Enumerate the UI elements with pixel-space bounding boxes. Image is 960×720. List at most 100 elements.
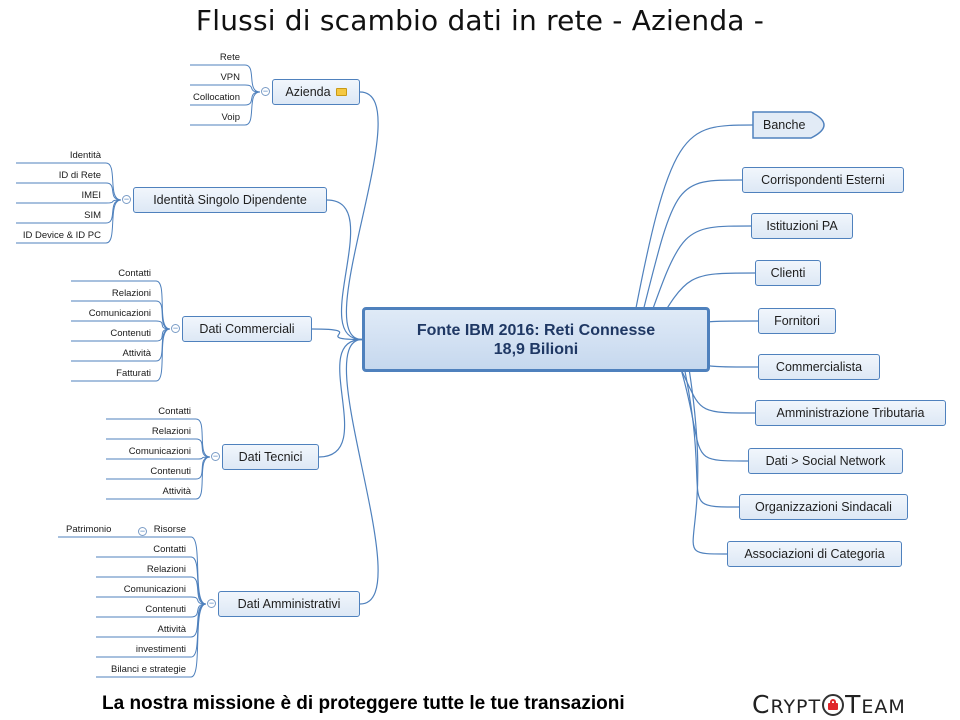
branch-dati-commerciali[interactable]: Dati Commerciali — [182, 316, 312, 342]
leaf-comunicazioni[interactable]: Comunicazioni — [128, 446, 191, 457]
connector-line — [635, 179, 743, 340]
collapse-toggle[interactable]: − — [171, 323, 180, 333]
leaf-relazioni[interactable]: Relazioni — [146, 564, 186, 575]
branch-dati-amministrativi[interactable]: Dati Amministrativi — [218, 591, 360, 617]
branch-clienti-label: Clienti — [770, 266, 806, 280]
connector-line — [155, 280, 171, 330]
collapse-toggle[interactable]: − — [261, 86, 270, 96]
branch-associazioni-di-categoria-label: Associazioni di Categoria — [744, 547, 885, 561]
branch-dati-amministrativi-label: Dati Amministrativi — [237, 597, 341, 611]
branch-azienda[interactable]: Azienda — [272, 79, 360, 105]
connector-line — [683, 339, 728, 555]
central-topic-line1: Fonte IBM 2016: Reti Connesse — [416, 321, 656, 339]
banche-shape — [752, 111, 825, 139]
leaf-contatti[interactable]: Contatti — [118, 268, 151, 279]
connector-line — [105, 162, 122, 201]
leaf-contenuti[interactable]: Contenuti — [150, 466, 191, 477]
branch-istituzioni-pa[interactable]: Istituzioni PA — [751, 213, 853, 239]
branch-dati-tecnici-label: Dati Tecnici — [238, 450, 303, 464]
connector-line — [244, 64, 261, 93]
leaf-attivit[interactable]: Attività — [162, 486, 191, 497]
connector-line — [671, 339, 749, 462]
leaf-attivit[interactable]: Attività — [157, 624, 186, 635]
collapse-toggle[interactable]: − — [207, 598, 216, 608]
leaf-identit[interactable]: Identità — [69, 150, 101, 161]
branch-istituzioni-pa-label: Istituzioni PA — [766, 219, 838, 233]
connector-line — [195, 418, 211, 458]
leaf-investimenti[interactable]: investimenti — [135, 644, 186, 655]
leaf-rete[interactable]: Rete — [219, 52, 240, 63]
collapse-toggle[interactable]: − — [211, 451, 220, 461]
branch-commercialista-label: Commercialista — [775, 360, 863, 374]
leaf-patrimonio[interactable]: Patrimonio — [66, 524, 112, 535]
leaf-contatti[interactable]: Contatti — [158, 406, 191, 417]
branch-dati-commerciali-label: Dati Commerciali — [199, 322, 295, 336]
leaf-risorse[interactable]: Risorse — [153, 524, 186, 535]
logo-text-eam: EAM — [861, 696, 906, 718]
connector-line — [155, 300, 171, 330]
branch-commercialista[interactable]: Commercialista — [758, 354, 880, 380]
logo-text-rypt: RYPT — [770, 696, 822, 718]
branch-clienti[interactable]: Clienti — [755, 260, 821, 286]
leaf-contenuti[interactable]: Contenuti — [110, 328, 151, 339]
connector-line — [105, 182, 122, 201]
folder-icon — [335, 88, 347, 96]
connector-line — [190, 576, 207, 605]
branch-dati-social-network[interactable]: Dati > Social Network — [748, 448, 903, 474]
branch-identit-singolo-dipendente[interactable]: Identità Singolo Dipendente — [133, 187, 327, 213]
connector-line — [629, 124, 754, 340]
leaf-comunicazioni[interactable]: Comunicazioni — [123, 584, 186, 595]
branch-fornitori-label: Fornitori — [774, 314, 820, 328]
branch-corrispondenti-esterni-label: Corrispondenti Esterni — [761, 173, 885, 187]
leaf-imei[interactable]: IMEI — [81, 190, 101, 201]
leaf-id-di-rete[interactable]: ID di Rete — [58, 170, 101, 181]
connector-line — [318, 338, 363, 458]
branch-dati-social-network-label: Dati > Social Network — [765, 454, 886, 468]
branch-amministrazione-tributaria-label: Amministrazione Tributaria — [776, 406, 925, 420]
connector-line — [190, 556, 207, 605]
logo-text-c: C — [752, 690, 771, 719]
connector-line — [195, 456, 211, 500]
leaf-attivit[interactable]: Attività — [122, 348, 151, 359]
page-title: Flussi di scambio dati in rete - Azienda… — [195, 4, 765, 37]
branch-azienda-label: Azienda — [285, 85, 331, 99]
branch-identit-singolo-dipendente-label: Identità Singolo Dipendente — [153, 193, 307, 207]
connector-line — [155, 328, 171, 382]
lock-icon — [822, 694, 845, 716]
connector-line — [345, 338, 379, 605]
leaf-id-device-id-pc[interactable]: ID Device & ID PC — [22, 230, 101, 241]
connector-line — [345, 91, 379, 341]
leaf-vpn[interactable]: VPN — [220, 72, 240, 83]
leaf-collocation[interactable]: Collocation — [193, 92, 240, 103]
branch-corrispondenti-esterni[interactable]: Corrispondenti Esterni — [742, 167, 904, 193]
branch-banche-label: Banche — [763, 118, 806, 132]
connector-line — [195, 438, 211, 458]
leaf-voip[interactable]: Voip — [221, 112, 241, 123]
central-topic-line2: 18,9 Bilioni — [493, 340, 579, 358]
leaf-comunicazioni[interactable]: Comunicazioni — [88, 308, 151, 319]
leaf-contatti[interactable]: Contatti — [153, 544, 186, 555]
logo-text-t: T — [845, 690, 862, 719]
leaf-relazioni[interactable]: Relazioni — [111, 288, 151, 299]
branch-organizzazioni-sindacali[interactable]: Organizzazioni Sindacali — [739, 494, 908, 520]
connector-line — [326, 199, 363, 341]
connector-line — [190, 603, 207, 678]
branch-dati-tecnici[interactable]: Dati Tecnici — [222, 444, 319, 470]
leaf-contenuti[interactable]: Contenuti — [145, 604, 186, 615]
branch-banche[interactable]: Banche — [753, 112, 837, 138]
connector-line — [244, 91, 261, 126]
branch-associazioni-di-categoria[interactable]: Associazioni di Categoria — [727, 541, 902, 567]
leaf-bilanci-e-strategie[interactable]: Bilanci e strategie — [111, 664, 186, 675]
leaf-sim[interactable]: SIM — [84, 210, 101, 221]
branch-amministrazione-tributaria[interactable]: Amministrazione Tributaria — [755, 400, 946, 426]
leaf-fatturati[interactable]: Fatturati — [116, 368, 151, 379]
collapse-toggle[interactable]: − — [122, 194, 131, 204]
mission-statement: La nostra missione è di proteggere tutte… — [102, 693, 625, 714]
branch-fornitori[interactable]: Fornitori — [758, 308, 836, 334]
collapse-toggle[interactable]: − — [138, 526, 147, 536]
leaf-relazioni[interactable]: Relazioni — [151, 426, 191, 437]
connector-line — [311, 328, 363, 341]
